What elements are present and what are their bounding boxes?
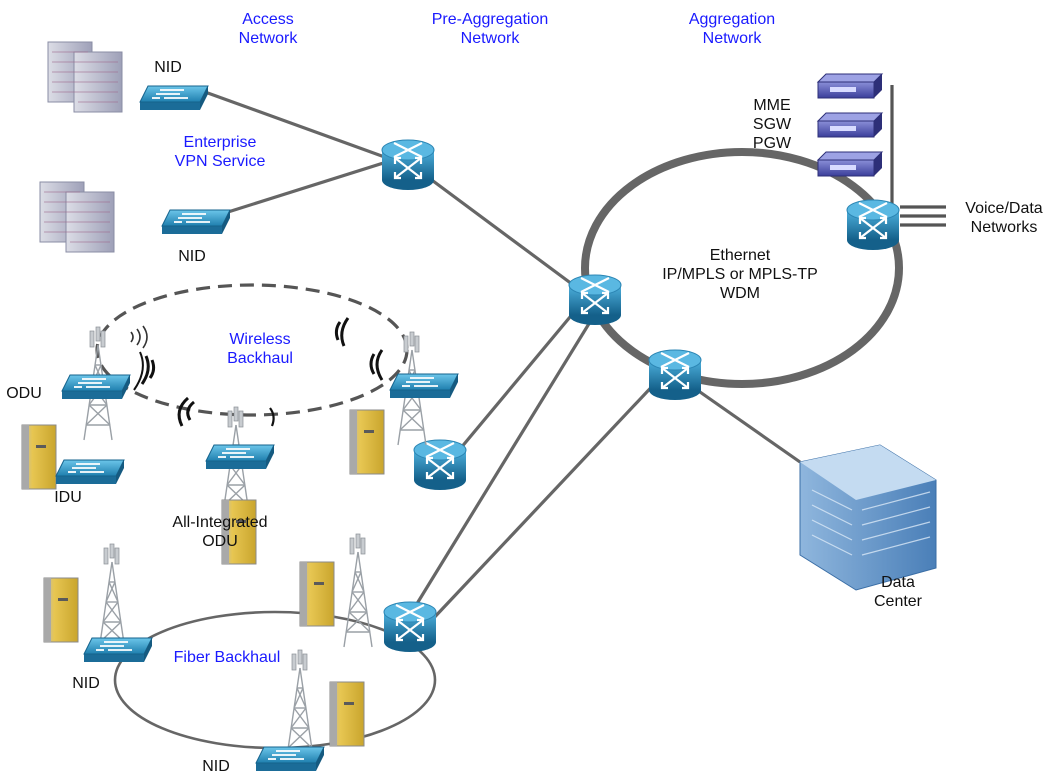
odu-label: ODU (6, 385, 42, 402)
nid-label: NID (72, 675, 100, 692)
cabinet-icon (43, 577, 79, 643)
link-fiber-agg2 (428, 376, 662, 624)
building-icon (47, 41, 123, 113)
router-icon (567, 273, 623, 327)
cabinet-icon (349, 409, 385, 475)
aggregation-ring (581, 148, 903, 388)
switch-icon (161, 209, 231, 235)
gateway-server-icon (817, 112, 883, 138)
nid-label: NID (154, 59, 182, 76)
switch-icon (255, 746, 325, 772)
gateway-connections (890, 85, 946, 242)
switch-icon (55, 459, 125, 485)
cabinet-icon (21, 424, 57, 490)
router-icon (412, 438, 468, 492)
cabinet-icon (329, 681, 365, 747)
tower-icon (343, 533, 373, 648)
nid-label: NID (178, 248, 206, 265)
building-icon (39, 181, 115, 253)
gateway-server-icon (817, 151, 883, 177)
wireless-signal-icon (133, 317, 384, 427)
link-agg-datacenter (689, 383, 801, 464)
links (204, 90, 801, 624)
link-nid2-prerouter (227, 158, 394, 214)
router-icon (647, 348, 703, 402)
link-tower-agg (453, 303, 582, 457)
link-prerouter-agg (424, 173, 581, 292)
router-icon (845, 198, 901, 252)
fiber-backhaul-label: Fiber Backhaul (173, 649, 281, 666)
wireless-signal-icon (130, 325, 148, 349)
router-icon (382, 600, 438, 654)
link-nid1-prerouter (204, 90, 394, 162)
gateway-server-icon (817, 73, 883, 99)
cabinet-icon (299, 561, 335, 627)
idu-label: IDU (54, 489, 82, 506)
router-icon (380, 138, 436, 192)
datacenter-icon (799, 444, 937, 591)
nid-label: NID (202, 758, 230, 775)
switch-icon (83, 637, 153, 663)
link-fiber-agg1 (408, 321, 592, 616)
switch-icon (139, 85, 209, 111)
switch-icon (205, 444, 275, 470)
switch-icon (61, 374, 131, 400)
switch-icon (389, 373, 459, 399)
